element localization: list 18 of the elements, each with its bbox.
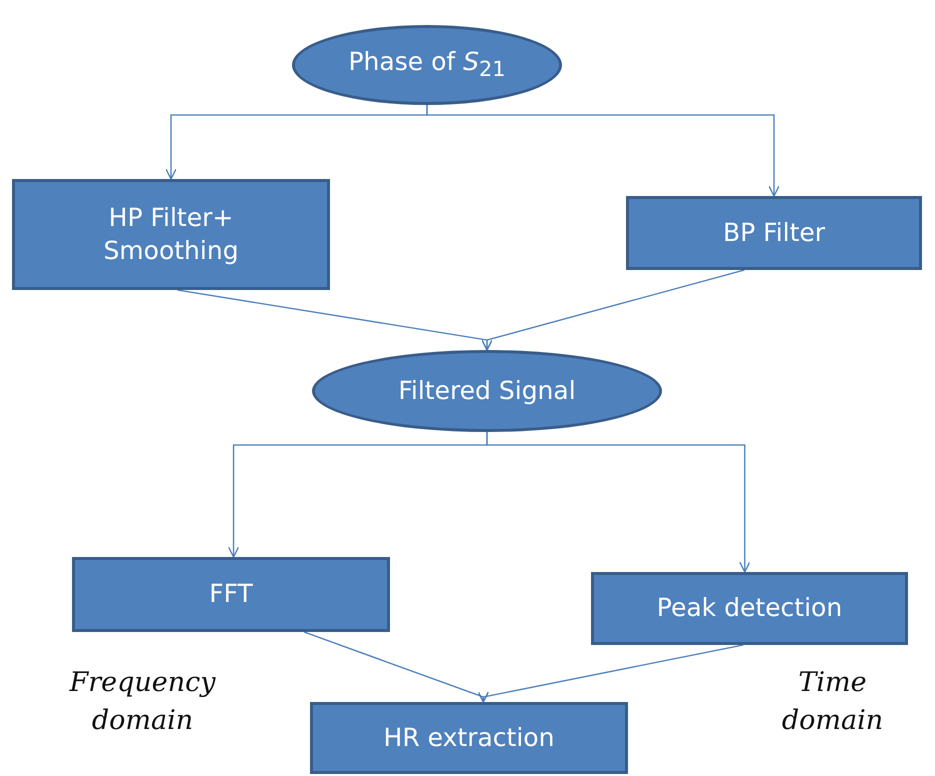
node-label: Phase of S$_{21}$ [347,46,507,84]
process-box [626,196,922,270]
domain-label: Frequency domain [68,666,217,738]
arrow [478,644,744,703]
node-label: HP Filter+ Smoothing [102,202,240,266]
domain-label: Time domain [780,666,884,738]
arrow [486,432,750,573]
arrow [426,105,780,197]
node-label: BP Filter [722,216,826,249]
process-box [310,702,628,774]
process-box [72,557,390,632]
node-label: Filtered Signal [397,374,577,407]
process-box [12,179,330,290]
process-box [591,572,908,645]
arrow [481,269,745,351]
node-label: HR extraction [382,722,556,754]
node-label: FFT [208,578,254,610]
node-label: Peak detection [656,592,844,624]
